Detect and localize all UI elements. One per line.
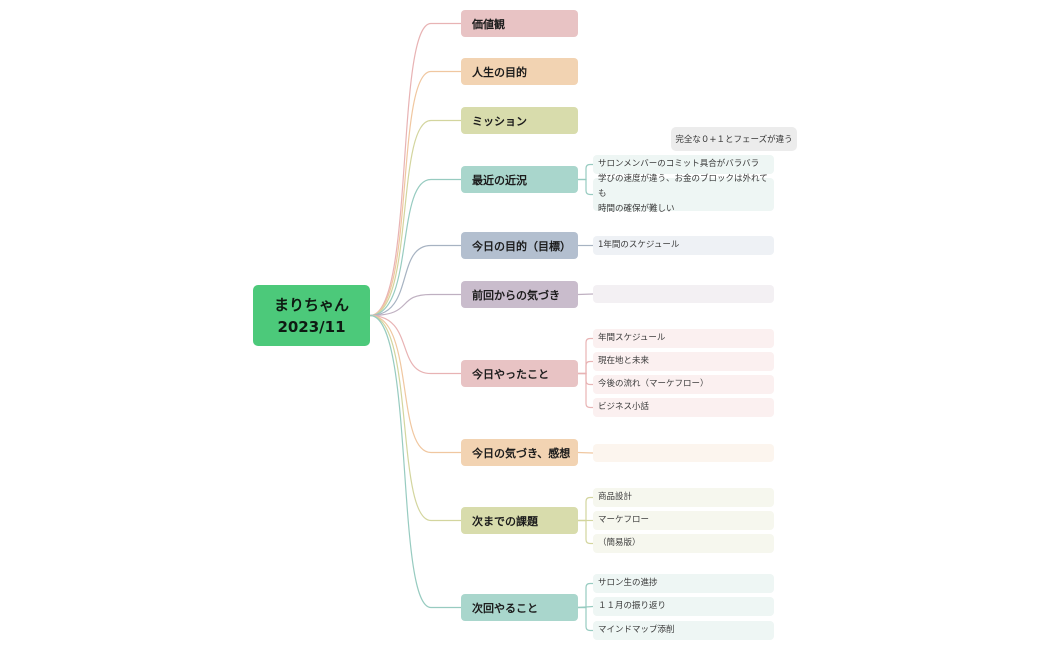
branch-connector [369,22,461,317]
leaf-connector [578,372,593,409]
leaf-done-3[interactable]: 今後の流れ（マーケフロー） [593,375,774,394]
branch-connector [369,119,461,317]
leaf-insight-empty[interactable] [593,285,774,303]
leaf-connector [578,178,593,196]
branch-connector [369,314,461,609]
root-title: まりちゃん [273,295,349,314]
leaf-connector [578,163,593,181]
branch-values[interactable]: 価値観 [461,10,578,37]
leaf-connector [578,606,593,632]
branch-connector [369,293,461,317]
leaf-task-2[interactable]: マーケフロー [593,511,774,530]
leaf-recent-2-line1: 学びの速度が違う、お金のブロックは外れても [598,174,768,199]
leaf-done-1[interactable]: 年間スケジュール [593,329,774,348]
leaf-recent-1[interactable]: サロンメンバーのコミット具合がバラバラ [593,155,774,174]
branch-connector [369,244,461,317]
leaf-connector [578,582,593,609]
leaf-goal-1[interactable]: 1年間のスケジュール [593,236,774,255]
branch-recent-status[interactable]: 最近の近況 [461,166,578,193]
leaf-next-3[interactable]: マインドマップ添削 [593,621,774,640]
leaf-connector [578,337,593,375]
branch-mission[interactable]: ミッション [461,107,578,134]
leaf-next-1[interactable]: サロン生の進捗 [593,574,774,593]
leaf-task-3[interactable]: （簡易版） [593,534,774,553]
leaf-recent-2[interactable]: 学びの速度が違う、お金のブロックは外れても 時間の確保が難しい [593,174,774,214]
leaf-done-4[interactable]: ビジネス小話 [593,398,774,417]
branch-connector [369,178,461,317]
branch-done-today[interactable]: 今日やったこと [461,360,578,387]
leaf-next-2[interactable]: １１月の振り返り [593,597,774,616]
root-node[interactable]: まりちゃん 2023/11 [253,285,370,346]
leaf-recent-2-line2: 時間の確保が難しい [598,204,675,214]
branch-life-purpose[interactable]: 人生の目的 [461,58,578,85]
branch-insights-since-last[interactable]: 前回からの気づき [461,281,578,308]
floating-note[interactable]: 完全な０+１とフェーズが違う [671,127,797,151]
branch-connector [369,70,461,317]
branch-connector [369,314,461,375]
leaf-done-2[interactable]: 現在地と未来 [593,352,774,371]
leaf-connector [578,519,593,545]
leaf-connector [577,293,594,296]
leaf-connector [578,496,593,522]
branch-connector [369,314,461,522]
root-date: 2023/11 [277,317,346,336]
branch-next-tasks[interactable]: 次までの課題 [461,507,578,534]
leaf-impression-empty[interactable] [593,444,774,462]
leaf-connector [577,451,594,454]
leaf-connector [578,360,593,375]
leaf-task-1[interactable]: 商品設計 [593,488,774,507]
branch-todays-insights[interactable]: 今日の気づき、感想 [461,439,578,466]
branch-next-todo[interactable]: 次回やること [461,594,578,621]
branch-todays-goal[interactable]: 今日の目的（目標） [461,232,578,259]
branch-connector [369,314,461,454]
